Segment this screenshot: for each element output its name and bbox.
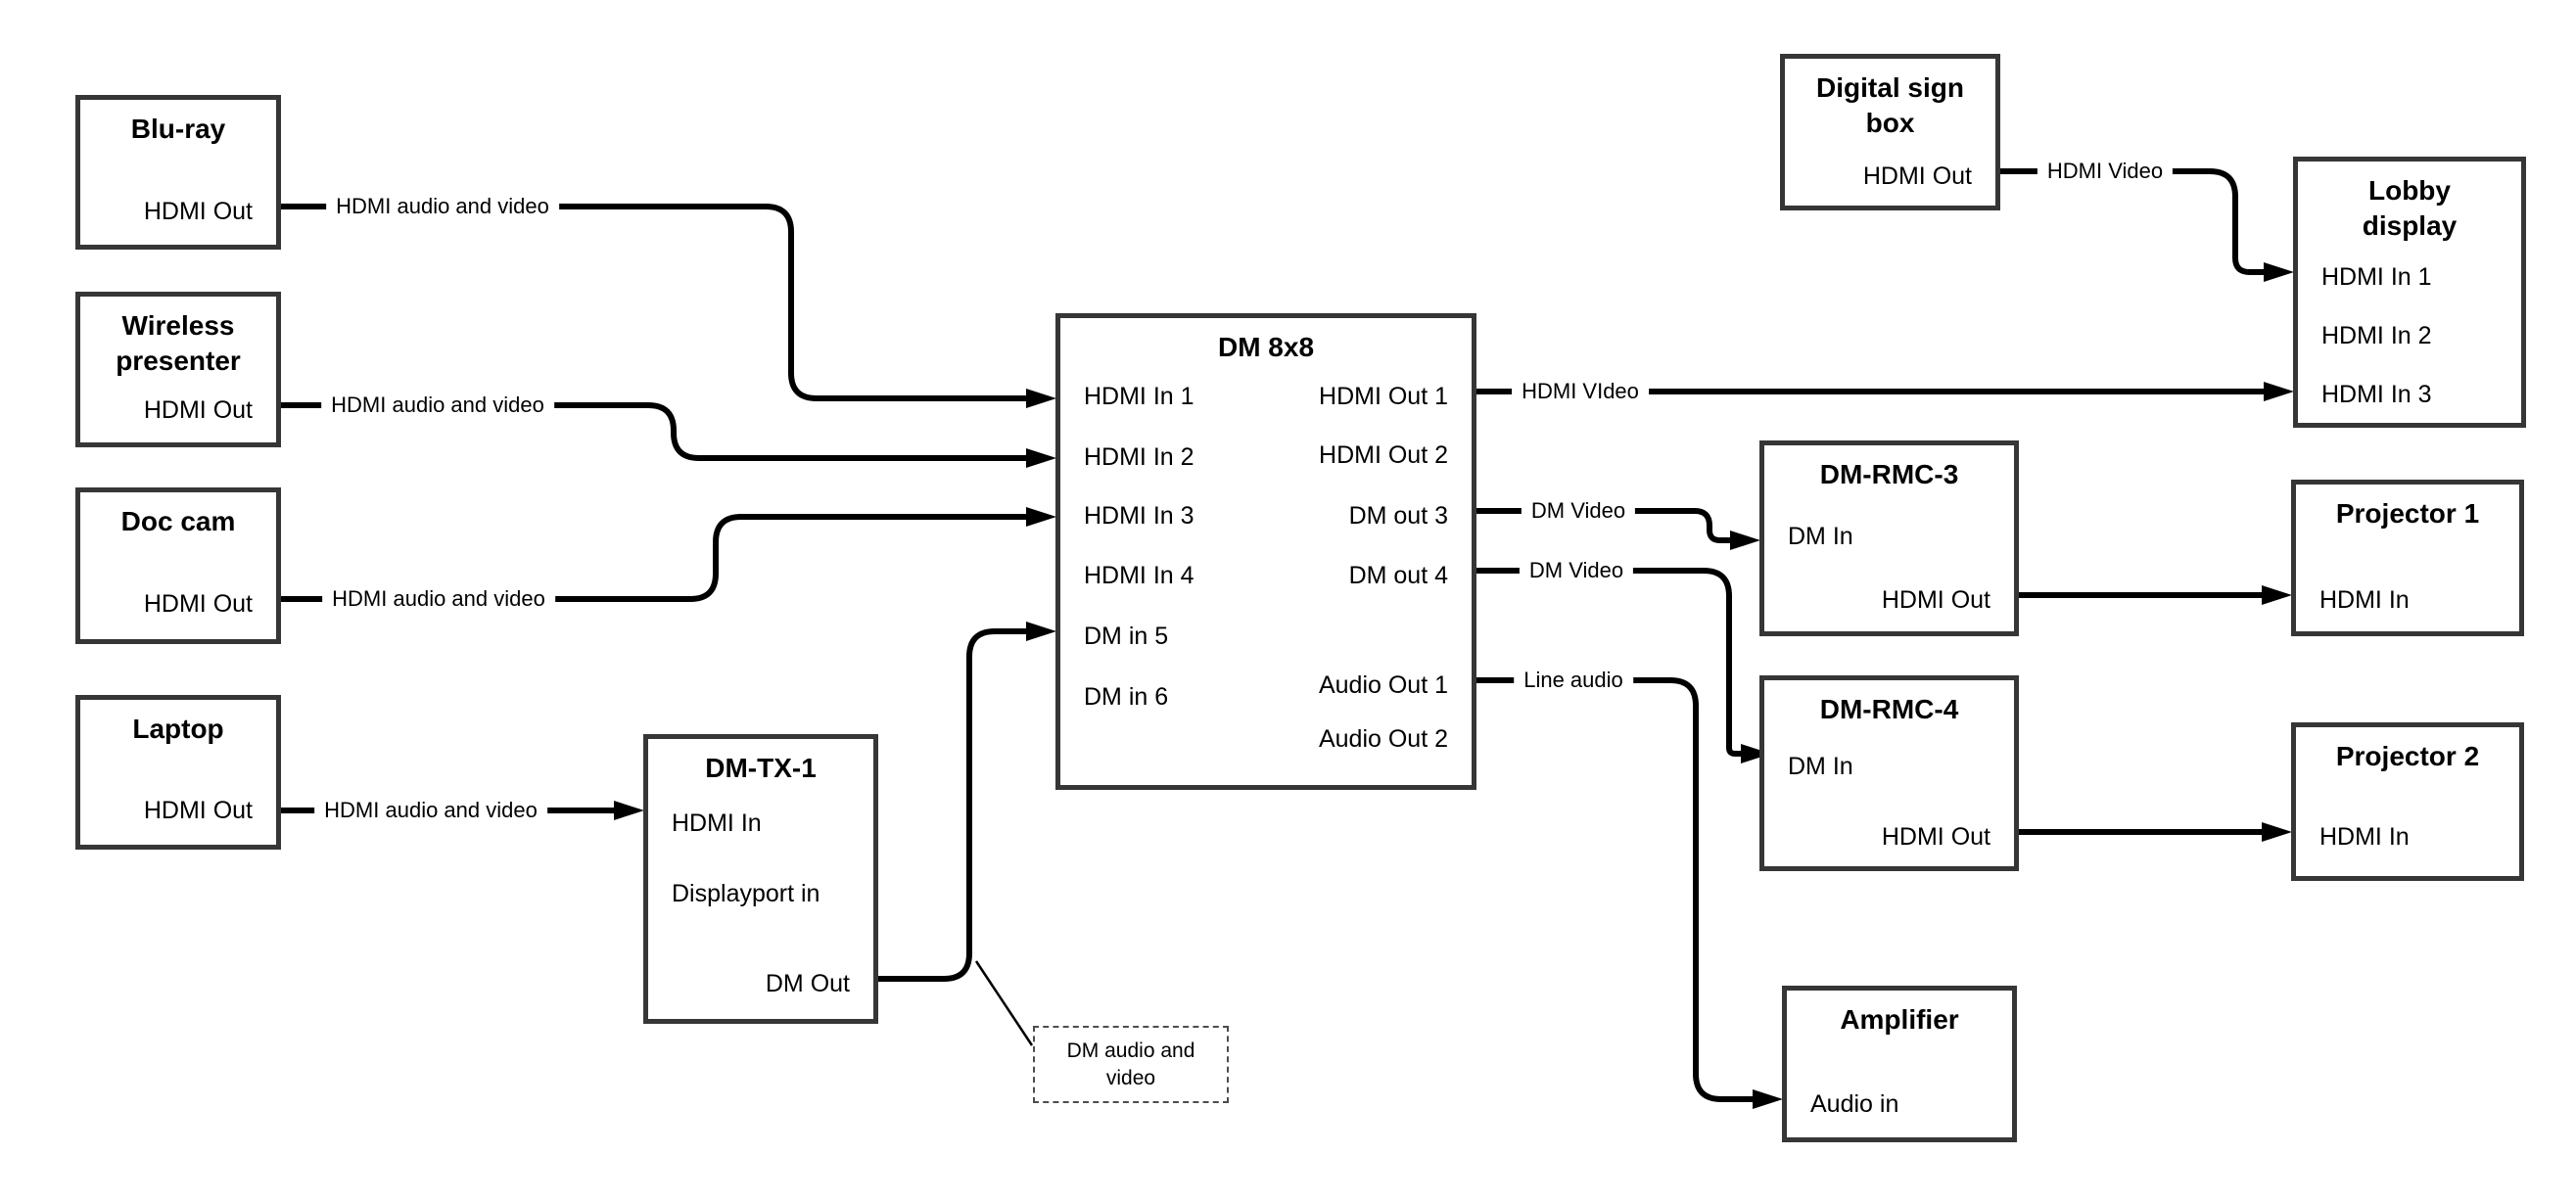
dm-tx-1-port-dm-out: DM Out	[765, 970, 850, 997]
dm-audio-video-note: DM audio and video	[1033, 1026, 1229, 1103]
wireless-presenter-title: Wireless presenter	[116, 310, 241, 376]
edge-dm-out-4-to-rmc4-label: DM Video	[1519, 556, 1634, 585]
dm-rmc-4-port-dm-in: DM In	[1788, 753, 1853, 780]
lobby-display-port-hdmi-in-3: HDMI In 3	[2321, 381, 2432, 408]
dm-8x8-port-hdmi-out-2: HDMI Out 2	[1319, 441, 1448, 469]
edge-wireless-to-hdmi-in-2-label: HDMI audio and video	[321, 391, 554, 420]
dm-8x8-title: DM 8x8	[1217, 332, 1315, 362]
laptop-port-hdmi-out: HDMI Out	[143, 797, 253, 824]
dm-8x8-port-dm-out-4: DM out 4	[1348, 562, 1448, 589]
edge-dm-out-4-to-rmc4	[1476, 568, 1771, 763]
projector-2-title: Projector 2	[2335, 741, 2480, 771]
dm-8x8-port-audio-out-2: Audio Out 2	[1318, 725, 1448, 753]
dm-tx-1-title: DM-TX-1	[705, 753, 817, 783]
dm-8x8-port-dm-out-3: DM out 3	[1348, 502, 1448, 530]
edge-digitalsign-to-lobby-label: HDMI Video	[2037, 157, 2174, 186]
doc-cam-title: Doc cam	[120, 506, 236, 536]
digital-sign-box-title: Digital sign box	[1816, 72, 1964, 138]
projector-1-box: Projector 1 HDMI In	[2291, 480, 2524, 636]
dm-8x8-port-hdmi-in-3: HDMI In 3	[1084, 502, 1194, 530]
dm-8x8-port-hdmi-in-2: HDMI In 2	[1084, 443, 1194, 471]
projector-1-port-hdmi-in: HDMI In	[2319, 586, 2410, 614]
edge-bluray-to-hdmi-in-1-label: HDMI audio and video	[326, 192, 559, 221]
edge-hdmi-out-1-to-lobby-label: HDMI VIdeo	[1512, 377, 1649, 406]
dm-rmc-3-port-dm-in: DM In	[1788, 523, 1853, 550]
dm-8x8-port-hdmi-in-1: HDMI In 1	[1084, 383, 1194, 410]
dm-tx-1-port-displayport-in: Displayport in	[672, 880, 820, 907]
lobby-display-port-hdmi-in-1: HDMI In 1	[2321, 263, 2432, 291]
edge-dm-out-3-to-rmc3-label: DM Video	[1521, 496, 1636, 526]
laptop-title: Laptop	[132, 714, 224, 744]
dm-8x8-port-dm-in-6: DM in 6	[1084, 683, 1169, 711]
projector-2-box: Projector 2 HDMI In	[2291, 722, 2524, 881]
projector-2-port-hdmi-in: HDMI In	[2319, 823, 2410, 851]
dm-rmc-4-port-hdmi-out: HDMI Out	[1881, 823, 1991, 851]
edge-doccam-to-hdmi-in-3-label: HDMI audio and video	[322, 584, 555, 614]
dm-8x8-port-audio-out-1: Audio Out 1	[1318, 671, 1448, 699]
dm-8x8-port-hdmi-in-4: HDMI In 4	[1084, 562, 1194, 589]
edge-wireless-to-hdmi-in-2	[281, 402, 1056, 468]
amplifier-title: Amplifier	[1840, 1004, 1959, 1035]
edge-doccam-to-hdmi-in-3	[281, 507, 1056, 602]
blu-ray-title: Blu-ray	[130, 114, 226, 144]
note-callout-line	[974, 960, 1034, 1046]
dm-rmc-4-title: DM-RMC-4	[1819, 694, 1959, 724]
edge-digitalsign-to-lobby	[2000, 168, 2294, 282]
dm-8x8-port-dm-in-5: DM in 5	[1084, 623, 1169, 650]
digital-sign-box-port-hdmi-out: HDMI Out	[1862, 162, 1972, 190]
edge-laptop-to-dmtx1-label: HDMI audio and video	[314, 796, 547, 825]
projector-1-title: Projector 1	[2335, 498, 2480, 529]
dm-8x8-port-hdmi-out-1: HDMI Out 1	[1319, 383, 1448, 410]
doc-cam-port-hdmi-out: HDMI Out	[143, 590, 253, 618]
edge-bluray-to-hdmi-in-1	[281, 204, 1056, 408]
blu-ray-port-hdmi-out: HDMI Out	[143, 198, 253, 225]
lobby-display-title: Lobby display	[2362, 175, 2458, 241]
lobby-display-port-hdmi-in-2: HDMI In 2	[2321, 322, 2432, 349]
edge-audio-out-1-to-amplifier-label: Line audio	[1514, 666, 1633, 695]
dm-rmc-3-box: DM-RMC-3 DM In HDMI Out	[1759, 440, 2019, 636]
dm-rmc-3-title: DM-RMC-3	[1819, 459, 1959, 489]
dm-rmc-3-port-hdmi-out: HDMI Out	[1881, 586, 1991, 614]
edge-dm-out-3-to-rmc3	[1476, 508, 1760, 550]
dm-rmc-4-box: DM-RMC-4 DM In HDMI Out	[1759, 675, 2019, 871]
amplifier-port-audio-in: Audio in	[1810, 1090, 1899, 1118]
dm-tx-1-port-hdmi-in: HDMI In	[672, 809, 762, 837]
edge-audio-out-1-to-amplifier	[1476, 677, 1783, 1109]
wireless-presenter-port-hdmi-out: HDMI Out	[143, 396, 253, 424]
edge-dmtx1-to-dm-in-5	[878, 622, 1056, 982]
